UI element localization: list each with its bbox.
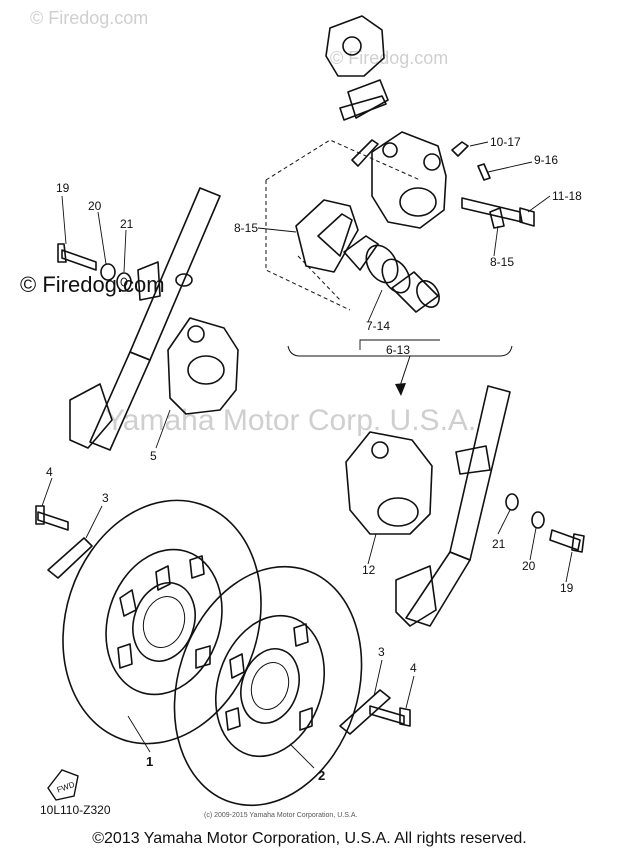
- callout-8-15-right: 8-15: [490, 255, 514, 269]
- small-copyright: (c) 2009-2015 Yamaha Motor Corporation, …: [204, 812, 357, 819]
- callout-12: 12: [362, 563, 376, 577]
- callout-6-13: 6-13: [386, 343, 410, 357]
- callout-3-left: 3: [102, 491, 109, 505]
- left-lock-hardware: [35, 505, 93, 579]
- callout-5: 5: [150, 449, 157, 463]
- callout-2: 2: [318, 768, 325, 783]
- callout-1: 1: [146, 754, 153, 769]
- callout-8-15-left: 8-15: [234, 221, 258, 235]
- left-fork-assembly: [57, 187, 239, 451]
- callout-4-right: 4: [410, 661, 417, 675]
- callout-7-14: 7-14: [366, 319, 390, 333]
- callout-21-right: 21: [492, 537, 506, 551]
- callout-3-right: 3: [378, 645, 385, 659]
- brake-disc-2: [173, 565, 363, 807]
- fwd-label: FWD: [56, 780, 76, 795]
- callout-20-left: 20: [88, 199, 102, 213]
- watermark-firedog-left: © Firedog.com: [20, 272, 165, 297]
- right-fork-assembly: [345, 385, 585, 627]
- watermark-firedog: © Firedog.com: [330, 48, 448, 68]
- callout-11-18: 11-18: [552, 189, 582, 203]
- fwd-arrow: FWD: [47, 769, 79, 801]
- callout-9-16: 9-16: [534, 153, 558, 167]
- callout-10-17: 10-17: [490, 135, 521, 149]
- callout-4-left: 4: [46, 465, 53, 479]
- diagram-code: 10L110-Z320: [40, 803, 111, 817]
- leader-lines: [41, 141, 573, 769]
- callout-20-right: 20: [522, 559, 536, 573]
- brake-disc-1: [62, 499, 262, 745]
- callout-21-left: 21: [120, 217, 134, 231]
- watermark-firedog: © Firedog.com: [30, 8, 148, 28]
- watermark-yamaha: Yamaha Motor Corp. U.S.A.: [105, 404, 476, 437]
- exploded-caliper: [265, 15, 535, 396]
- right-lock-hardware: [339, 689, 411, 735]
- callout-19-left: 19: [56, 181, 70, 195]
- callout-19-right: 19: [560, 581, 574, 595]
- footer-copyright: ©2013 Yamaha Motor Corporation, U.S.A. A…: [92, 830, 527, 847]
